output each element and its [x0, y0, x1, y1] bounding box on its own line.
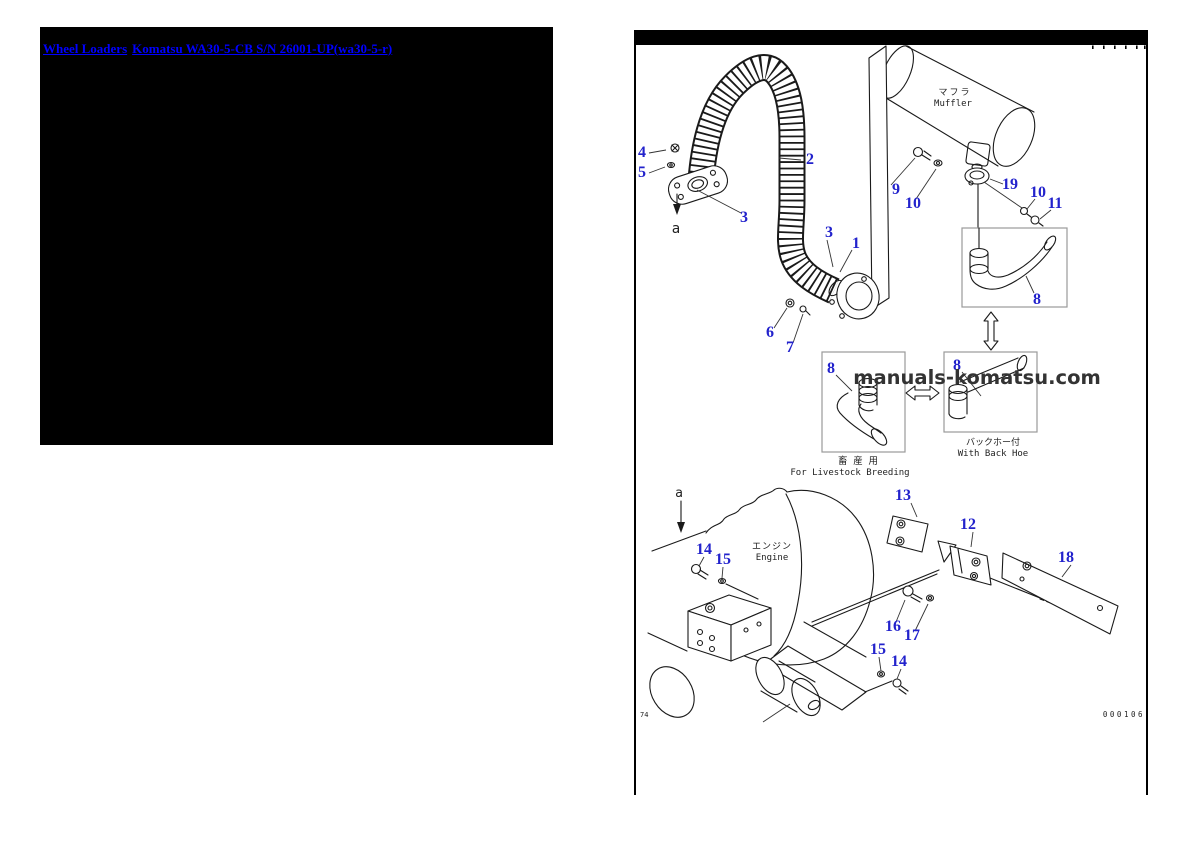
- livestock-label-en: For Livestock Breeding: [790, 468, 909, 478]
- part-callout-4-0: 4: [638, 144, 646, 161]
- part-callout-19-10: 19: [1002, 176, 1018, 193]
- engine-label-jp: エンジン: [752, 542, 792, 552]
- muffler-drawing: [879, 45, 1036, 171]
- engine-label-en: Engine: [756, 553, 789, 563]
- part-callout-6-6: 6: [766, 324, 774, 341]
- part-callout-10-11: 10: [1030, 184, 1046, 201]
- muffler-label-en: Muffler: [934, 99, 973, 109]
- callout-leader-lines: [648, 149, 1072, 680]
- sheet-number: 74: [640, 711, 648, 719]
- part-callout-7-7: 7: [786, 339, 794, 356]
- upper-flange: [666, 143, 729, 205]
- figure-code: 000106: [1103, 710, 1145, 719]
- part-callout-12-17: 12: [960, 516, 976, 533]
- lower-muffler-and-plate: [755, 621, 909, 723]
- part-callout-14-24: 14: [891, 653, 907, 670]
- part-callout-10-9: 10: [905, 195, 921, 212]
- left-black-panel: Wheel Loaders Komatsu WA30-5-CB S/N 26001…: [40, 27, 553, 445]
- parts-diagram: 45323167910191011888131218141516171514マフ…: [634, 30, 1148, 795]
- part-callout-14-19: 14: [696, 541, 712, 558]
- part-callout-8-15: 8: [953, 357, 961, 374]
- backhoe-label-en: With Back Hoe: [958, 449, 1028, 459]
- livestock-label-jp: 畜 産 用: [838, 455, 878, 467]
- lower-flange: [785, 272, 880, 320]
- part-callout-17-22: 17: [904, 627, 920, 644]
- bracket-lower-left: [687, 563, 772, 662]
- part-callout-15-20: 15: [715, 551, 731, 568]
- option-box-backhoe: [943, 351, 1038, 433]
- muffler-label-jp: マフラ: [938, 87, 971, 98]
- mounting-plate: [868, 45, 890, 310]
- part-callout-2-3: 2: [806, 151, 814, 168]
- breadcrumb-link-category[interactable]: Wheel Loaders: [43, 41, 128, 56]
- view-arrow-label-top: a: [672, 221, 680, 237]
- part-callout-1-5: 1: [852, 235, 860, 252]
- panel-frame: [634, 30, 1148, 795]
- part-callout-3-2: 3: [740, 209, 748, 226]
- part-callout-3-4: 3: [825, 224, 833, 241]
- part-callout-15-23: 15: [870, 641, 886, 658]
- swap-arrows: [905, 311, 999, 401]
- engine-assembly: [647, 487, 875, 718]
- view-arrow-label-bottom: a: [675, 486, 683, 501]
- part-callout-16-21: 16: [885, 618, 901, 635]
- view-arrow-top: [673, 193, 681, 215]
- stay-and-plates: [811, 515, 1119, 635]
- part-callout-13-16: 13: [895, 487, 911, 504]
- part-callout-11-12: 11: [1047, 195, 1062, 212]
- option-box-upper: [961, 227, 1068, 308]
- option-box-livestock: [821, 351, 906, 453]
- watermark: manuals-komatsu.com: [853, 366, 1101, 389]
- breadcrumb-link-model[interactable]: Komatsu WA30-5-CB S/N 26001-UP(wa30-5-r): [132, 41, 393, 56]
- part-callout-8-14: 8: [827, 360, 835, 377]
- breadcrumb: Wheel Loaders Komatsu WA30-5-CB S/N 26001…: [43, 41, 397, 57]
- part-callout-18-18: 18: [1058, 549, 1074, 566]
- flex-exhaust-tube: [687, 54, 840, 304]
- backhoe-label-jp: バックホー付: [966, 437, 1020, 448]
- frame-tick-marks: [1092, 45, 1146, 49]
- part-callout-5-1: 5: [638, 164, 646, 181]
- part-callout-9-8: 9: [892, 181, 900, 198]
- part-callout-8-13: 8: [1033, 291, 1041, 308]
